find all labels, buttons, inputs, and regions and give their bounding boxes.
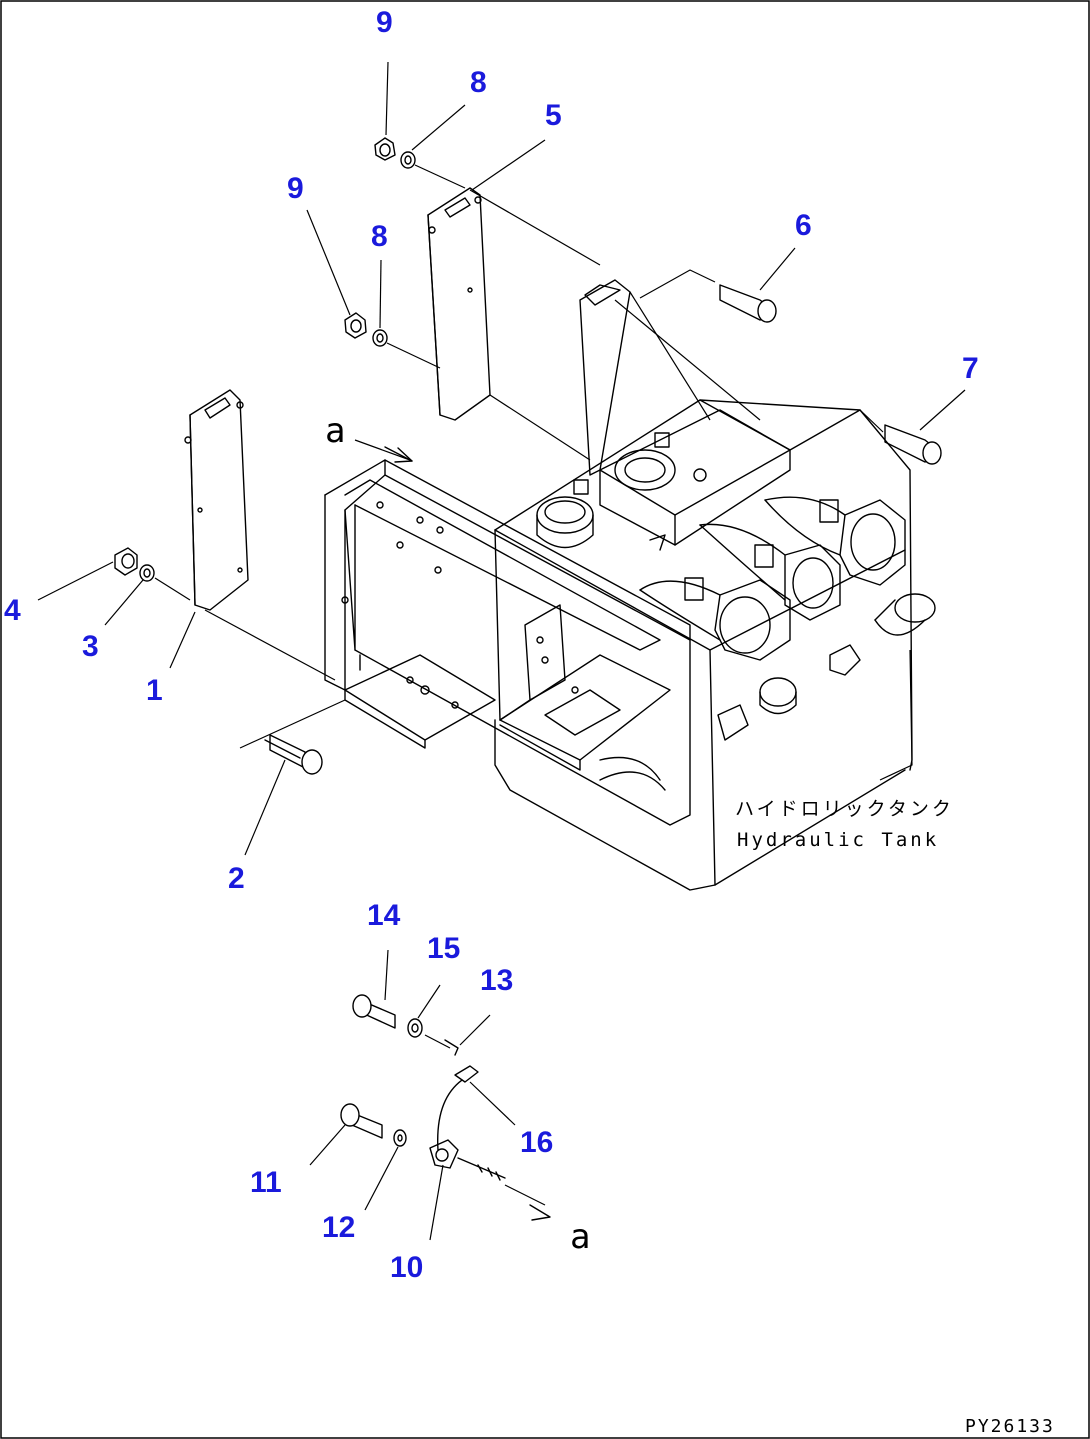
washer-8-upper [400,151,466,189]
callout-12: 12 [322,1211,355,1244]
nut-9-lower [344,312,367,339]
bolt-2 [239,699,346,775]
callout-leaders [37,61,966,1241]
cover-plate-1 [184,389,336,681]
hydraulic-tank [494,399,936,891]
callout-8-lower: 8 [371,220,388,253]
tank-label-english: Hydraulic Tank [737,829,939,851]
callout-13: 13 [480,964,513,997]
washer-3 [139,564,191,601]
callout-3: 3 [82,630,99,663]
callout-15: 15 [427,932,460,965]
callout-6: 6 [795,209,812,242]
reference-mark-upper: a [325,411,345,451]
callout-10: 10 [390,1251,423,1284]
tank-label-japanese: ハイドロリックタンク [735,798,954,820]
washer-8-lower [372,329,441,369]
cover-plate-5 [427,187,761,476]
callout-8-upper: 8 [470,66,487,99]
callout-5: 5 [545,99,562,132]
nut-4 [114,547,138,576]
drawing-code: PY26133 [965,1416,1055,1437]
reference-arrow-upper [354,439,413,463]
bracket-frame [324,459,691,826]
callout-2: 2 [228,862,245,895]
reference-mark-lower: a [570,1217,590,1257]
callout-16: 16 [520,1126,553,1159]
nut-9-upper [374,137,396,161]
callout-9-lower: 9 [287,172,304,205]
callout-1: 1 [146,674,163,707]
bolt-6 [719,284,777,323]
callout-numbers: 9 8 5 9 8 6 7 4 3 1 2 14 15 13 16 11 12 … [4,6,979,1284]
callout-7: 7 [962,352,979,385]
lower-assembly [340,994,551,1221]
bolt-7 [859,409,942,465]
callout-4: 4 [4,594,21,627]
callout-9-upper: 9 [376,6,393,39]
callout-14: 14 [367,899,401,932]
callout-11: 11 [250,1166,282,1199]
